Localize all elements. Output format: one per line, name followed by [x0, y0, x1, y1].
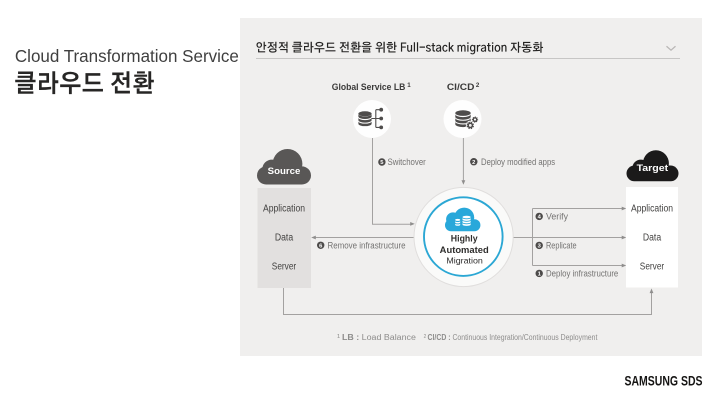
svg-text:3: 3 — [538, 244, 542, 250]
svg-text:Automated: Automated — [440, 245, 489, 255]
svg-text:Cloud Transformation Service: Cloud Transformation Service — [15, 46, 239, 66]
svg-text:6: 6 — [319, 243, 323, 249]
svg-text:Server: Server — [272, 261, 297, 272]
svg-text:Application: Application — [263, 203, 305, 214]
svg-text:Global Service LB: Global Service LB — [332, 82, 406, 92]
svg-text:2: 2 — [476, 82, 480, 89]
svg-text:SAMSUNG SDS: SAMSUNG SDS — [625, 372, 703, 388]
svg-text:5: 5 — [380, 160, 384, 166]
svg-text:Switchover: Switchover — [388, 157, 426, 167]
svg-text:2: 2 — [472, 160, 475, 166]
svg-text:Data: Data — [643, 232, 662, 243]
svg-text:Application: Application — [631, 203, 673, 214]
svg-text:Deploy infrastructure: Deploy infrastructure — [546, 268, 618, 278]
svg-text:Highly: Highly — [451, 234, 479, 244]
svg-text:Source: Source — [268, 166, 301, 176]
svg-text:Data: Data — [275, 232, 294, 243]
svg-text:1: 1 — [538, 272, 542, 278]
svg-text:2CI/CD : Continuous Integratio: 2CI/CD : Continuous Integration/Continuo… — [424, 333, 598, 342]
svg-text:Replicate: Replicate — [546, 240, 577, 250]
svg-text:Server: Server — [640, 261, 665, 272]
svg-text:Remove infrastructure: Remove infrastructure — [328, 240, 406, 250]
svg-text:1: 1 — [407, 82, 411, 89]
svg-text:1LB : Load Balance: 1LB : Load Balance — [337, 333, 417, 342]
svg-text:Migration: Migration — [446, 255, 483, 265]
svg-text:Verify: Verify — [546, 211, 569, 221]
svg-text:Deploy modified apps: Deploy modified apps — [481, 157, 556, 167]
svg-text:4: 4 — [538, 215, 542, 221]
svg-text:CI/CD: CI/CD — [447, 82, 475, 92]
svg-text:Target: Target — [637, 163, 669, 173]
